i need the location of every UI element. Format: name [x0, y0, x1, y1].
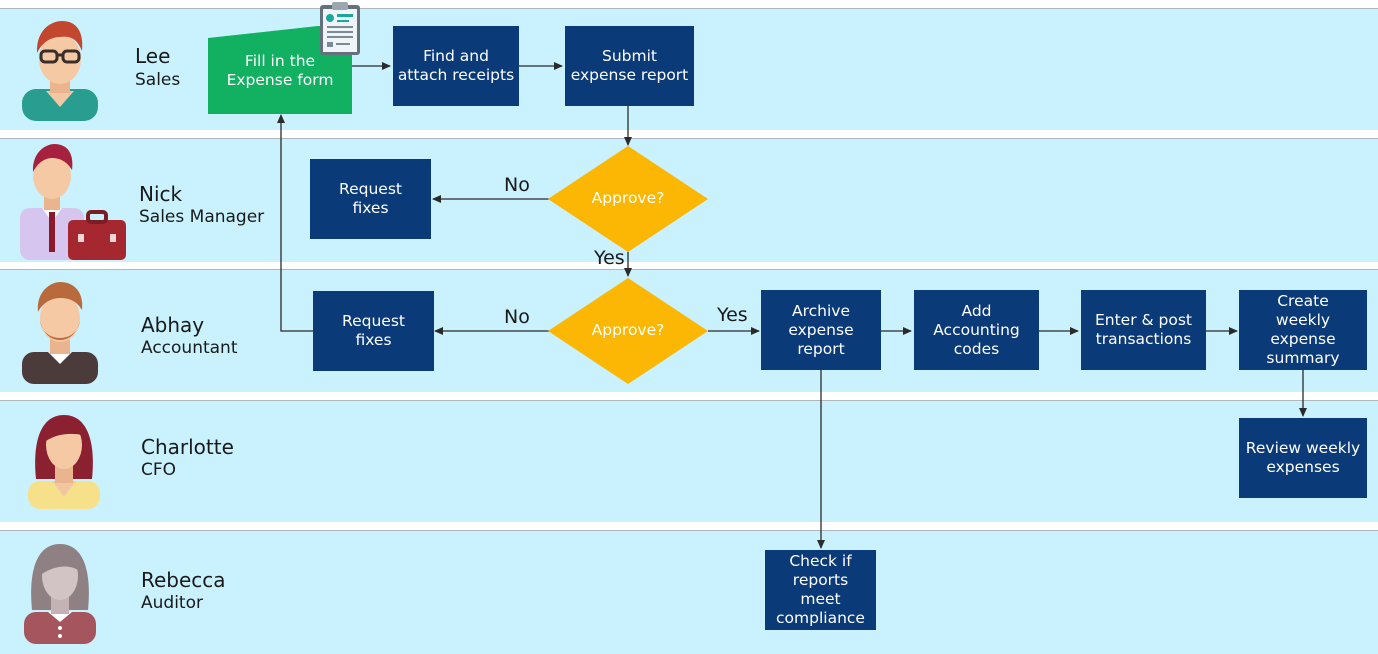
- lee-name: Lee: [135, 44, 171, 68]
- rebecca-avatar: [24, 544, 96, 644]
- review-weekly-expenses-label: Review weekly expenses: [1245, 439, 1361, 476]
- lane-charlotte: [0, 401, 1378, 522]
- nick-name: Nick: [139, 182, 183, 206]
- lane-divider: [0, 530, 1378, 531]
- find-attach-receipts-step: Find and attach receipts: [393, 26, 519, 106]
- create-weekly-summary-label: Create weekly expense summary: [1266, 292, 1340, 367]
- submit-expense-report-label: Submit expense report: [570, 47, 689, 84]
- manager-yes-label: Yes: [594, 247, 625, 269]
- fill-expense-form-step: [208, 26, 352, 114]
- check-compliance-step: Check if reports meet compliance: [765, 550, 876, 630]
- fill-expense-form-label: Fill in the Expense form: [226, 52, 334, 89]
- find-attach-receipts-label: Find and attach receipts: [397, 47, 515, 84]
- check-compliance-label: Check if reports meet compliance: [776, 552, 865, 627]
- add-accounting-codes-label: Add Accounting codes: [933, 301, 1020, 358]
- archive-expense-report-label: Archive expense report: [788, 301, 854, 358]
- rebecca-name: Rebecca: [141, 568, 226, 592]
- submit-expense-report-step: Submit expense report: [565, 26, 694, 106]
- review-weekly-expenses-step: Review weekly expenses: [1239, 418, 1367, 498]
- lane-divider: [0, 400, 1378, 401]
- nick-role: Sales Manager: [139, 207, 265, 227]
- abhay-role: Accountant: [141, 338, 238, 358]
- nick-avatar: [20, 144, 126, 260]
- rebecca-role: Auditor: [141, 593, 203, 613]
- lane-rebecca: [0, 531, 1378, 654]
- add-accounting-codes-step: Add Accounting codes: [914, 290, 1039, 370]
- abhay-name: Abhay: [141, 313, 205, 337]
- manager-request-fixes-step: Request fixes: [310, 159, 431, 239]
- lane-divider: [0, 138, 1378, 139]
- charlotte-name: Charlotte: [141, 435, 234, 459]
- accountant-request-fixes-step: Request fixes: [313, 291, 434, 371]
- manager-approve-decision: [548, 146, 708, 252]
- lee-role: Sales: [135, 70, 181, 90]
- charlotte-role: CFO: [141, 460, 177, 480]
- abhay-avatar: [22, 282, 98, 384]
- lane-divider: [0, 269, 1378, 270]
- lee-avatar: [22, 21, 98, 121]
- create-weekly-summary-step: Create weekly expense summary: [1239, 290, 1367, 370]
- accountant-approve-label: Approve?: [591, 321, 665, 339]
- archive-expense-report-step: Archive expense report: [761, 290, 881, 370]
- accountant-yes-label: Yes: [717, 304, 748, 326]
- accountant-approve-decision: [548, 278, 708, 384]
- charlotte-avatar: [28, 415, 100, 509]
- manager-request-fixes-label: Request fixes: [339, 180, 402, 217]
- accountant-request-fixes-label: Request fixes: [342, 312, 405, 349]
- enter-post-transactions-label: Enter & post transactions: [1094, 311, 1193, 348]
- enter-post-transactions-step: Enter & post transactions: [1081, 290, 1206, 370]
- accountant-no-label: No: [504, 306, 530, 328]
- lane-top-border: [0, 8, 1378, 9]
- manager-no-label: No: [504, 174, 530, 196]
- manager-approve-label: Approve?: [591, 189, 665, 207]
- expense-form-icon: [320, 2, 360, 55]
